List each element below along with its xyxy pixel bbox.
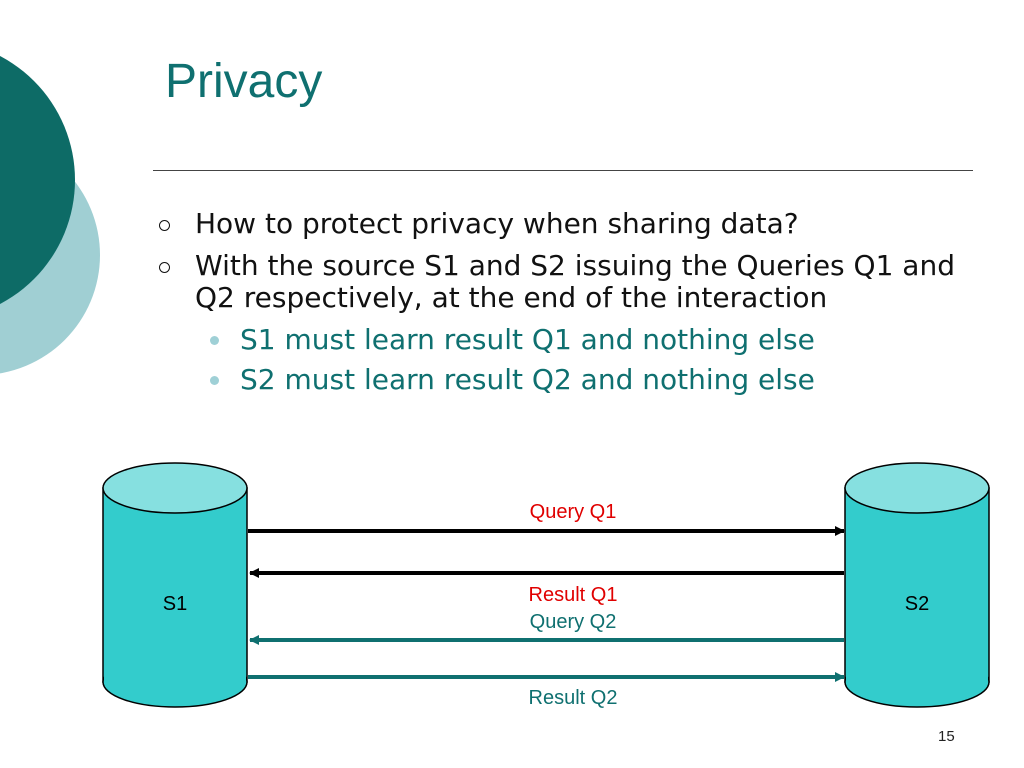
hollow-bullet-icon xyxy=(159,220,170,231)
label-query-q1: Query Q1 xyxy=(530,501,617,523)
dark-circle xyxy=(0,56,75,304)
database-s2: S2 xyxy=(844,462,990,708)
bullet-1-text: How to protect privacy when sharing data… xyxy=(195,207,799,240)
hollow-bullet-icon xyxy=(159,262,170,273)
label-result-q1: Result Q1 xyxy=(529,584,618,606)
page-number: 15 xyxy=(938,728,955,745)
bullet-2-text: With the source S1 and S2 issuing the Qu… xyxy=(195,249,955,314)
bullet-1: How to protect privacy when sharing data… xyxy=(155,208,995,240)
sub-bullet-1: S1 must learn result Q1 and nothing else xyxy=(155,324,995,356)
database-s1: S1 xyxy=(102,462,248,708)
database-s1-label: S1 xyxy=(163,593,187,615)
label-query-q2: Query Q2 xyxy=(530,611,617,633)
sub-bullet-1-text: S1 must learn result Q1 and nothing else xyxy=(240,323,815,356)
database-s2-label: S2 xyxy=(905,593,929,615)
bullet-2: With the source S1 and S2 issuing the Qu… xyxy=(155,250,995,314)
dot-bullet-icon xyxy=(210,336,219,345)
title-divider xyxy=(153,170,973,171)
bullet-list: How to protect privacy when sharing data… xyxy=(155,208,995,396)
sub-bullet-2-text: S2 must learn result Q2 and nothing else xyxy=(240,363,815,396)
label-result-q2: Result Q2 xyxy=(529,687,618,709)
slide-title: Privacy xyxy=(165,55,323,108)
sub-bullet-2: S2 must learn result Q2 and nothing else xyxy=(155,364,995,396)
decorative-circles xyxy=(0,56,100,374)
dot-bullet-icon xyxy=(210,376,219,385)
